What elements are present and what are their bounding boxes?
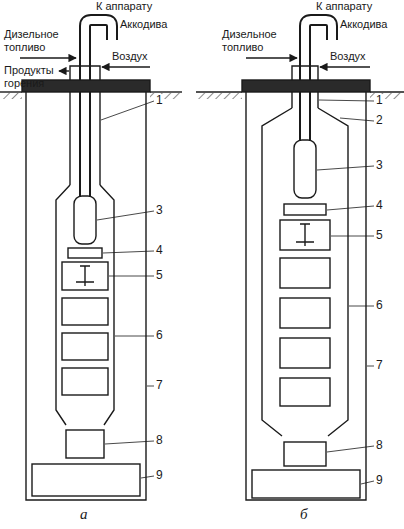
callout-number: 8 [375, 439, 384, 452]
gooseneck-pipe [85, 20, 112, 200]
motor [294, 140, 316, 198]
callout-number: 3 [155, 204, 164, 217]
pump-inlet [280, 220, 330, 250]
outlet-label: Аккодива [120, 18, 167, 31]
pump-inlet [62, 262, 108, 290]
figure-letter: б [300, 506, 308, 522]
pump-section [62, 298, 108, 325]
pump-shroud [56, 185, 114, 425]
inlet-detail [76, 266, 94, 286]
callout-number: 6 [375, 299, 384, 312]
callout-number: 9 [375, 474, 384, 487]
well-sump [32, 464, 140, 496]
figure-b [196, 20, 404, 500]
callout-number: 5 [375, 229, 384, 242]
flow-arrow [20, 57, 76, 58]
pump-section [62, 333, 108, 360]
figure-letter: а [80, 506, 88, 522]
well-casing [246, 92, 366, 500]
pump-section [280, 298, 330, 328]
pump-bottom-unit [66, 430, 104, 458]
wellhead-flange [242, 80, 370, 92]
ground-line [196, 91, 242, 92]
leader-lines [317, 100, 374, 484]
ground-line [150, 91, 182, 92]
flow-label: Дизельное топливо [4, 28, 76, 54]
flow-label: Дизельное топливо [222, 28, 296, 54]
callout-number: 7 [155, 379, 164, 392]
ground-line [370, 91, 404, 92]
callout-number: 6 [155, 329, 164, 342]
callout-number: 5 [155, 269, 164, 282]
coupling [284, 204, 326, 215]
callout-number: 1 [375, 94, 384, 107]
figure-a [0, 20, 182, 500]
pump-section [280, 258, 330, 288]
outlet-label: К аппарату [96, 0, 152, 13]
pump-bottom-unit [284, 442, 326, 466]
flow-arrow [102, 66, 150, 67]
motor [74, 196, 96, 244]
pump-shroud [262, 108, 348, 436]
callout-number: 8 [155, 434, 164, 447]
flow-label: Продукты горения [4, 64, 62, 90]
flow-label: Воздух [330, 50, 366, 63]
inlet-detail [296, 224, 314, 246]
flow-arrow [59, 70, 69, 71]
well-casing [26, 92, 146, 500]
pump-section [280, 338, 330, 368]
callout-number: 2 [375, 114, 384, 127]
ground-line [0, 91, 22, 92]
pump-section [62, 368, 108, 395]
outlet-label: К аппарату [316, 0, 372, 13]
outlet-label: Аккодива [340, 18, 387, 31]
ground-hatch [2, 93, 22, 99]
callout-number: 4 [155, 244, 164, 257]
callout-number: 4 [375, 199, 384, 212]
flow-arrow [246, 57, 297, 58]
flow-label: Воздух [112, 50, 148, 63]
callout-number: 7 [375, 359, 384, 372]
callout-number: 3 [375, 159, 384, 172]
coupling [68, 248, 102, 258]
pump-section [280, 378, 330, 406]
callout-number: 1 [155, 94, 164, 107]
gooseneck-bore [85, 20, 112, 200]
callout-number: 9 [155, 469, 164, 482]
well-sump [252, 470, 360, 498]
leader-lines [97, 101, 154, 478]
ground-hatch [198, 93, 242, 99]
flow-arrow [320, 66, 370, 67]
